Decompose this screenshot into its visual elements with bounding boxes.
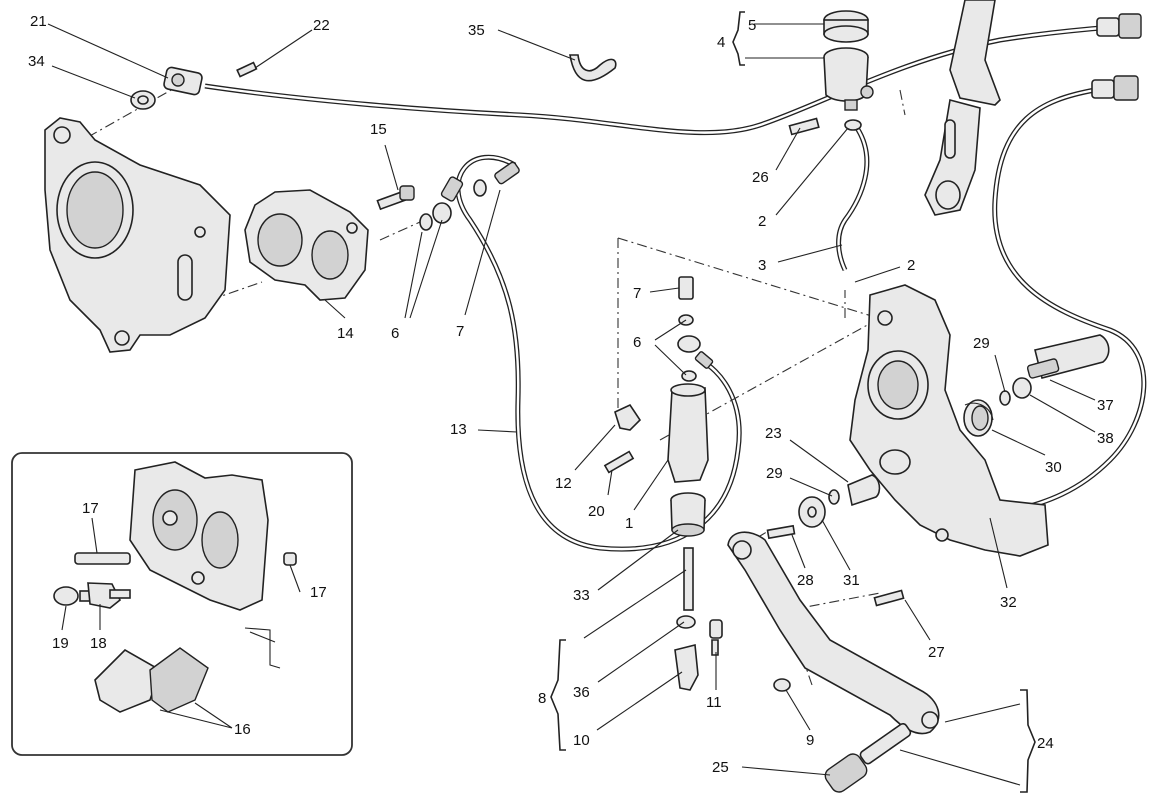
callout-35: 35 xyxy=(468,22,485,39)
callout-11: 11 xyxy=(706,694,722,711)
sensor-cable-right xyxy=(992,87,1147,515)
callout-24: 24 xyxy=(1037,735,1054,752)
callout-32: 32 xyxy=(1000,594,1017,611)
callout-37: 37 xyxy=(1097,397,1114,414)
callout-4: 4 xyxy=(717,34,725,51)
callout-36: 36 xyxy=(573,684,590,701)
callout-6: 6 xyxy=(391,325,399,342)
callout-10: 10 xyxy=(573,732,590,749)
callout-14: 14 xyxy=(337,325,354,342)
callout-18: 18 xyxy=(90,635,107,652)
sensor-connectors xyxy=(1091,13,1142,101)
callout-7: 7 xyxy=(456,323,464,340)
callout-27: 27 xyxy=(928,644,945,661)
rear-frame-strut xyxy=(924,0,1001,216)
callout-6: 6 xyxy=(633,334,641,351)
callout-34: 34 xyxy=(28,53,45,70)
inset-caliper-detail xyxy=(11,452,353,756)
callout-23: 23 xyxy=(765,425,782,442)
master-cylinder xyxy=(603,276,723,691)
callout-7: 7 xyxy=(633,285,641,302)
callout-31: 31 xyxy=(843,572,860,589)
callout-26: 26 xyxy=(752,169,769,186)
callout-17: 17 xyxy=(82,500,99,517)
callout-16: 16 xyxy=(234,721,251,738)
callout-2: 2 xyxy=(758,213,766,230)
group-braces xyxy=(550,11,1036,793)
brake-hose-13 xyxy=(455,154,742,552)
brake-light-switch-cable xyxy=(204,25,1101,136)
callout-5: 5 xyxy=(748,17,756,34)
callout-8: 8 xyxy=(538,690,546,707)
callout-38: 38 xyxy=(1097,430,1114,447)
callout-17: 17 xyxy=(310,584,327,601)
return-spring xyxy=(963,399,994,437)
callout-22: 22 xyxy=(313,17,330,34)
callout-25: 25 xyxy=(712,759,729,776)
caliper-bolt xyxy=(376,185,415,211)
hose-clip xyxy=(569,54,617,82)
caliper-bracket xyxy=(44,117,231,353)
callout-3: 3 xyxy=(758,257,766,274)
lever-bushes xyxy=(798,474,881,528)
callout-28: 28 xyxy=(797,572,814,589)
callout-labels: 21 22 34 35 5 4 15 26 2 3 2 14 6 7 7 6 1… xyxy=(28,13,1114,776)
reservoir-hose-3 xyxy=(836,123,870,272)
brake-caliper xyxy=(244,189,369,301)
speed-sensor xyxy=(130,61,258,110)
brake-fluid-reservoir xyxy=(788,10,874,136)
pedal-peg xyxy=(824,722,912,793)
callout-29: 29 xyxy=(973,335,990,352)
callout-12: 12 xyxy=(555,475,572,492)
brake-pedal xyxy=(727,524,940,735)
callout-30: 30 xyxy=(1045,459,1062,476)
callout-19: 19 xyxy=(52,635,69,652)
callout-15: 15 xyxy=(370,121,387,138)
callout-9: 9 xyxy=(806,732,814,749)
callout-21: 21 xyxy=(30,13,47,30)
hose-fittings-upper xyxy=(419,161,520,231)
callout-20: 20 xyxy=(588,503,605,520)
leader-lines xyxy=(47,23,1096,786)
footrest-plate xyxy=(849,284,1049,557)
callout-13: 13 xyxy=(450,421,467,438)
callout-33: 33 xyxy=(573,587,590,604)
callout-2: 2 xyxy=(907,257,915,274)
callout-1: 1 xyxy=(625,515,633,532)
callout-29: 29 xyxy=(766,465,783,482)
pivot-pin xyxy=(999,334,1110,406)
nut xyxy=(773,678,791,692)
